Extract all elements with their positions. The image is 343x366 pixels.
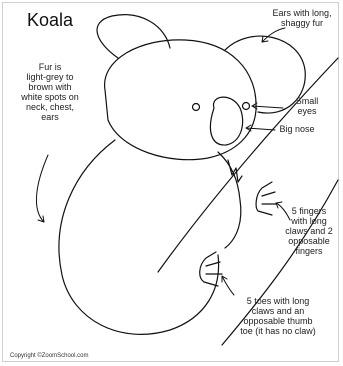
pointer-toes: [222, 276, 234, 295]
label-toes: 5 toes with long claws and an opposable …: [228, 296, 328, 336]
label-fur: Fur is light-grey to brown with white sp…: [10, 62, 90, 122]
koala-body: [59, 140, 219, 334]
diagram-title: Koala: [27, 10, 73, 31]
koala-eye-small: [243, 103, 250, 110]
label-small-eyes: Small eyes: [282, 96, 332, 116]
label-ears: Ears with long, shaggy fur: [262, 8, 342, 28]
koala-back-ear: [97, 15, 170, 58]
label-fingers: 5 fingers with long claws and 2 opposabl…: [280, 206, 338, 256]
koala-eye: [193, 104, 200, 111]
label-big-nose: Big nose: [272, 124, 322, 134]
copyright-notice: Copyright ©ZoomSchool.com: [10, 353, 88, 359]
koala-nose: [210, 97, 242, 145]
koala-hand: [256, 182, 276, 215]
pointer-fur: [36, 155, 48, 222]
